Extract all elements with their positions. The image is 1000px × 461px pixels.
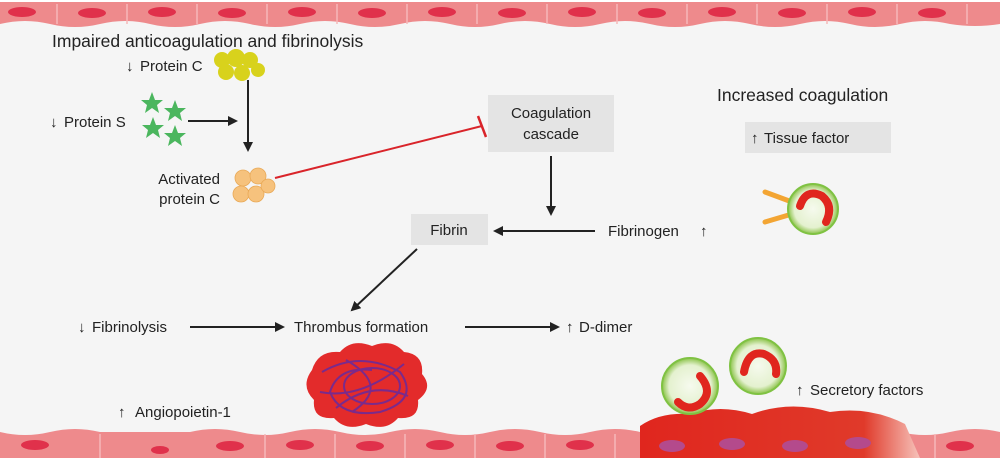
angiopoietin-increase-arrow: ↑ (118, 404, 126, 421)
secretory-factors-label: Secretory factors (810, 382, 923, 399)
apc-inhibits-cascade-line (274, 125, 483, 179)
protein-s-decrease-arrow: ↓ (50, 114, 58, 131)
monocyte-right-icon (729, 337, 787, 395)
vessel-lumen (0, 20, 1000, 438)
tissue-factor-increase-arrow: ↑ (751, 130, 759, 147)
thrombus-icon (306, 343, 428, 427)
fibrinolysis-label: Fibrinolysis (92, 319, 167, 336)
protein-s-label: Protein S (64, 114, 126, 131)
d-dimer-label: D-dimer (579, 319, 632, 336)
monocyte-tissue-factor-icon (762, 183, 839, 235)
coag-cascade-line1: Coagulation (511, 105, 591, 122)
bottom-vessel-wall (0, 406, 1000, 458)
fibrinogen-label: Fibrinogen (608, 223, 679, 240)
fibrin-label: Fibrin (430, 222, 468, 239)
angiopoietin-label: Angiopoietin-1 (135, 404, 231, 421)
monocyte-left-icon (661, 357, 719, 415)
right-section-title: Increased coagulation (717, 85, 888, 105)
protein-c-decrease-arrow: ↓ (126, 58, 134, 75)
secretory-factors-increase-arrow: ↑ (796, 382, 804, 399)
left-section-title: Impaired anticoagulation and fibrinolysi… (52, 31, 364, 51)
fibrinogen-increase-arrow: ↑ (700, 223, 708, 240)
thrombus-formation-label: Thrombus formation (294, 319, 428, 336)
protein-c-label: Protein C (140, 58, 203, 75)
coagulation-cascade-box (488, 95, 614, 152)
apc-label-line2: protein C (159, 191, 220, 208)
apc-label-line1: Activated (158, 171, 220, 188)
fibrinolysis-decrease-arrow: ↓ (78, 319, 86, 336)
inhibition-bar (476, 115, 488, 138)
d-dimer-increase-arrow: ↑ (566, 319, 574, 336)
tissue-factor-box (745, 122, 891, 153)
fibrin-box (411, 214, 488, 245)
protein-c-icon (214, 49, 265, 81)
top-vessel-wall (0, 2, 1000, 27)
activated-protein-c-icon (232, 167, 276, 203)
tissue-factor-label: Tissue factor (764, 130, 849, 147)
protein-s-stars-icon (141, 92, 186, 146)
fibrin-to-thrombus-arrow (350, 248, 418, 312)
coag-cascade-line2: cascade (523, 126, 579, 143)
